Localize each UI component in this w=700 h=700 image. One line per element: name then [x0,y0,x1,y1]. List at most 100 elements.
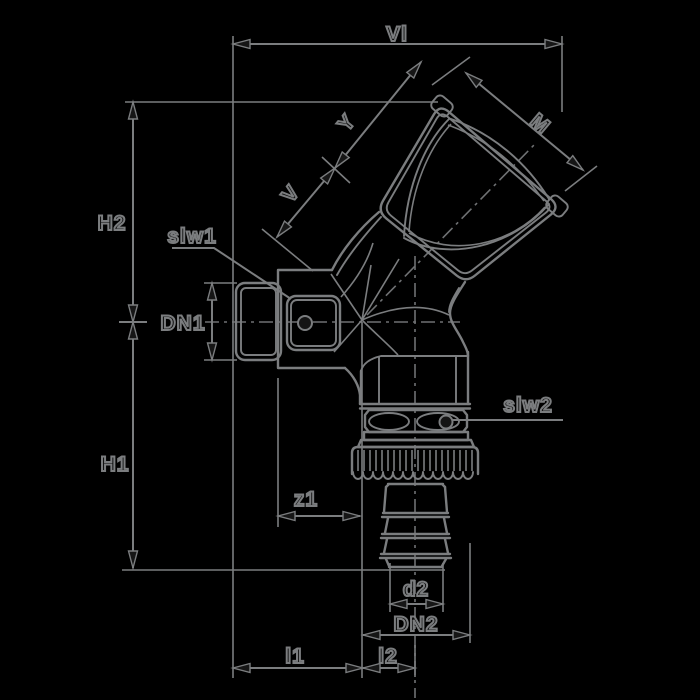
bell-walls [359,350,470,406]
union-nut-inner [240,287,277,356]
arrow-up [127,319,139,340]
dimension-l2: l2 [360,644,418,674]
arrow-lower [565,154,586,172]
dim-label-slw1: slw1 [167,225,217,248]
valve-body [234,210,480,569]
barb-ring3 [378,537,453,560]
handle-face-curves [403,118,550,251]
handle-cap-top [430,94,454,118]
neck-right-inner [448,287,460,313]
dim-label-m: M [526,109,555,139]
barb-ring2 [379,516,452,540]
flat-ellipse-right [416,412,460,431]
handle-axis-centerline [366,142,537,316]
fin-top-outer [450,118,550,200]
body-facet-curves [340,242,450,356]
bonnet-neck [330,210,470,358]
dim-label-y: Y [333,110,360,136]
fin-bottom-inner [408,206,546,247]
dimension-vl: Vl [230,22,565,50]
spindle-nut-inner [290,299,337,347]
dimension-h2: H2 [97,99,139,325]
arrow-left [230,38,251,50]
dimensions: Vl H2 H1 DN1 z1 [97,22,586,674]
arrow-down [127,550,139,571]
outlet-bell [343,350,472,410]
neck-right-edge [448,280,470,358]
arrow-lower [275,219,293,240]
arrow-left [275,510,296,522]
dim-label-slw2: slw2 [503,394,553,417]
arrow-right [345,662,366,674]
flats-dot [438,414,454,430]
dim-label-vl: Vl [386,23,408,46]
extension-lines [119,36,598,678]
arrow-left [360,629,381,641]
dim-label-l1: l1 [285,645,305,668]
arrow-upper [463,71,484,89]
fin-left-inner [408,123,452,233]
arrow-right [452,629,473,641]
bell-rim [358,402,472,410]
hose-barb [378,482,453,569]
dim-label-h1: H1 [101,453,130,476]
knurl-outline [350,445,480,476]
barb-ring1 [380,485,451,519]
dim-label-h2: H2 [98,212,127,235]
block-outline [276,268,347,370]
extension-dn1 [204,282,237,361]
fin-left-outer [403,118,450,237]
dim-label-d2: d2 [403,578,430,601]
arrow-lower [333,150,351,171]
arrow-upper [405,59,423,80]
arrow-left [230,662,251,674]
neck-left-edge [330,210,381,272]
dimension-y: Y [332,59,423,171]
arrow-upper [319,165,337,186]
dim-label-z1: z1 [294,488,318,511]
arrow-right [544,38,565,50]
arrow-up [127,99,139,120]
barb-ring4 [384,557,448,569]
dimension-l1: l1 [230,644,366,674]
dimension-z1: z1 [275,487,363,522]
arrow-down [127,304,139,325]
dimension-v: V [275,165,337,240]
arrow-right [397,662,418,674]
bell-shoulder [360,355,468,405]
arrow-right [425,598,446,610]
coupling-nut [350,445,480,480]
spindle-dot [297,315,313,331]
arrow-right [342,510,363,522]
dim-label-v: V [277,181,304,207]
wrench-flats-section [363,408,469,434]
arrow-down [206,342,218,363]
flat-ellipse-left [368,412,410,431]
body-facet-lines [330,258,400,353]
dim-label-l2: l2 [378,645,398,668]
union-nut-outline [234,281,283,362]
fin-top-inner [447,124,545,202]
arrow-left [360,662,381,674]
dimension-dn1: DN1 [159,280,218,363]
bell-left-curve [343,366,362,406]
diagonal-extension-ticks [261,56,598,272]
dim-label-dn2: DN2 [393,613,438,636]
dimension-h1: H1 [100,319,139,571]
leader-slw2: slw2 [452,393,563,421]
knurl-scallops [352,471,474,480]
knurl-ribs [357,450,473,471]
valve-block [276,268,347,370]
dimension-d2: d2 [387,577,446,610]
neck-left-inner [336,216,382,276]
inlet-union [234,281,283,362]
arrow-up [206,280,218,301]
leader-slw1: slw1 [166,224,292,300]
valve-handle [379,94,569,281]
flange [356,430,476,449]
dim-label-dn1: DN1 [160,312,205,335]
dimension-dn2: DN2 [360,612,473,641]
spindle-nut-outline [285,294,342,352]
